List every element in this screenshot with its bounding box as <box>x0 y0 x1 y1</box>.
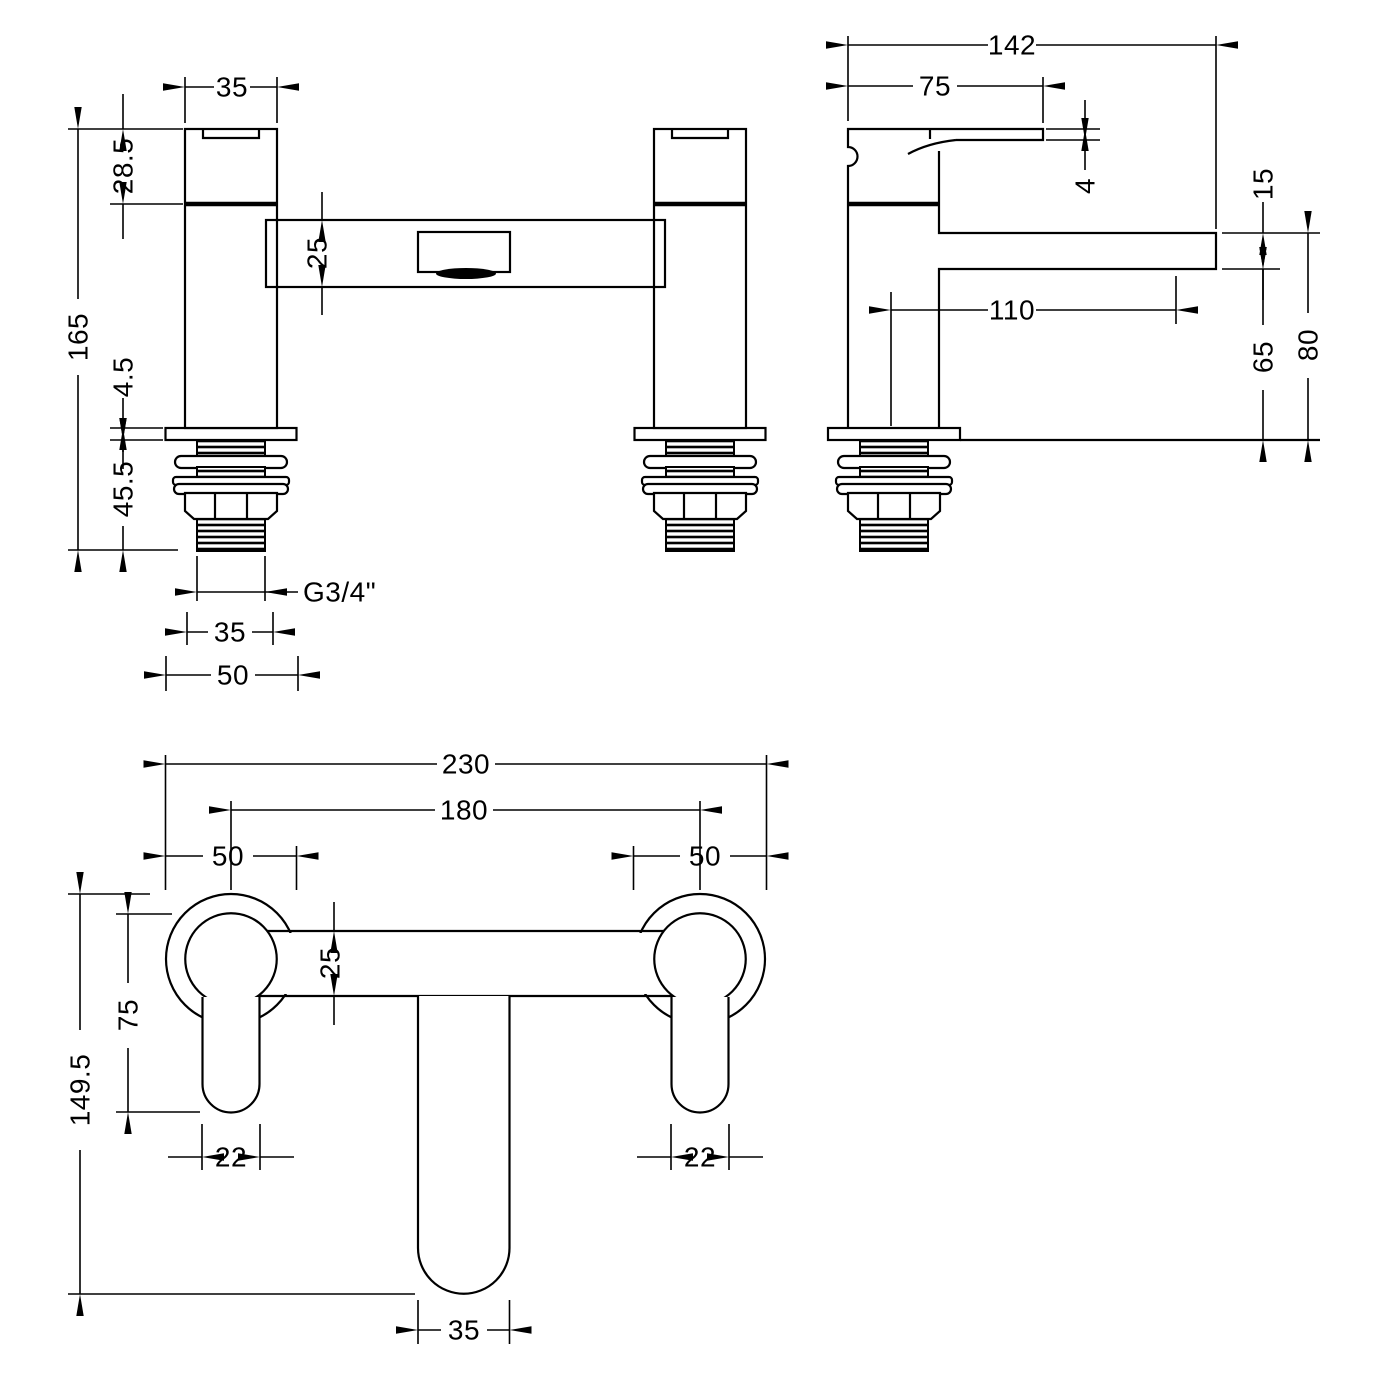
spout-outlet <box>416 230 512 274</box>
dim-plan-handle-width-right: 22 <box>637 1124 763 1173</box>
dim-side-handle-reach: 75 <box>826 71 1065 123</box>
dim-label: 35 <box>216 72 248 103</box>
dim-label: 25 <box>315 947 346 979</box>
dim-front-thread-width: 35 <box>165 612 295 648</box>
dim-label: 75 <box>919 71 951 102</box>
dim-label: G3/4" <box>303 577 376 608</box>
dim-front-thread-spec: G3/4" <box>175 556 376 608</box>
dim-label: 165 <box>63 313 94 361</box>
body-circle-right <box>653 912 747 1006</box>
dim-label: 50 <box>212 841 244 872</box>
dim-front-base-width: 50 <box>144 656 320 691</box>
dim-front-base-plate-thickness: 4.5 <box>108 357 163 469</box>
tailpiece-side <box>834 438 954 553</box>
dim-plan-overall-width: 230 <box>143 749 789 890</box>
tailpiece-right <box>640 438 760 553</box>
spout-bar <box>264 218 667 289</box>
dim-label: 110 <box>989 295 1035 326</box>
pillar-left <box>183 127 279 430</box>
side-elevation-view: 142 75 4 15 110 <box>826 30 1324 553</box>
dim-label: 15 <box>1248 168 1279 200</box>
dim-front-tail-length: 45.5 <box>108 418 139 572</box>
dim-plan-bar-width: 25 <box>315 902 346 1025</box>
tailpiece-left <box>171 438 291 553</box>
dim-label: 22 <box>684 1142 716 1173</box>
handle-lever-left <box>201 997 261 1114</box>
dim-label: 4 <box>1070 178 1101 194</box>
dim-plan-handle-length: 75 <box>113 892 200 1134</box>
dim-label: 230 <box>442 749 490 780</box>
dim-label: 35 <box>214 617 246 648</box>
dim-plan-spout-width: 35 <box>396 1300 532 1346</box>
dim-label: 4.5 <box>108 357 139 397</box>
dim-side-clearance-height: 65 <box>1248 247 1279 462</box>
dim-side-spout-end-height: 15 <box>1222 168 1320 300</box>
dim-label: 50 <box>689 841 721 872</box>
dim-plan-handle-width-left: 22 <box>168 1124 294 1173</box>
dim-label: 142 <box>988 30 1036 61</box>
dim-side-spout-top-height: 80 <box>1293 211 1324 462</box>
dim-plan-overall-depth: 149.5 <box>65 872 415 1316</box>
spout-outline <box>937 151 1218 428</box>
dim-side-overall-depth: 142 <box>826 30 1238 229</box>
dim-label: 149.5 <box>65 1054 96 1127</box>
dim-label: 75 <box>113 999 144 1031</box>
dim-label: 35 <box>448 1315 480 1346</box>
dim-front-handle-height: 28.5 <box>108 94 183 239</box>
dim-side-spout-reach: 110 <box>869 276 1198 426</box>
dim-label: 80 <box>1293 329 1324 361</box>
dim-front-pillar-width: 35 <box>163 72 299 123</box>
body-outline <box>846 127 1045 428</box>
pillar-right <box>652 127 748 430</box>
base-flange-left <box>164 426 298 442</box>
dim-label: 180 <box>440 795 488 826</box>
dim-front-spout-bar-height: 25 <box>302 192 333 315</box>
handle-underside-curve <box>907 138 957 155</box>
dim-label: 65 <box>1248 341 1279 373</box>
dim-plan-base-width-left: 50 <box>143 841 319 890</box>
plan-view: 230 180 50 50 25 <box>65 749 789 1346</box>
base-flange-side <box>826 426 962 442</box>
dim-plan-tap-centres: 180 <box>209 795 722 890</box>
base-flange-right <box>633 426 767 442</box>
handle-lever-right <box>670 997 730 1114</box>
handle-cap-notch-right <box>670 129 730 140</box>
dim-label: 50 <box>217 660 249 691</box>
front-elevation-view: 35 28.5 165 4.5 45.5 <box>63 72 767 691</box>
handle-cap-notch-left <box>201 129 261 140</box>
dim-label: 25 <box>302 237 333 269</box>
dim-plan-base-width-right: 50 <box>611 841 789 890</box>
dim-front-overall-height: 165 <box>63 107 183 572</box>
body-circle-left <box>184 912 278 1006</box>
aerator <box>436 268 496 279</box>
dim-label: 22 <box>215 1142 247 1173</box>
dim-label: 45.5 <box>108 461 139 518</box>
spout-plan <box>416 996 511 1295</box>
dim-label: 28.5 <box>108 138 139 195</box>
dim-side-lever-thickness: 4 <box>1046 100 1101 194</box>
